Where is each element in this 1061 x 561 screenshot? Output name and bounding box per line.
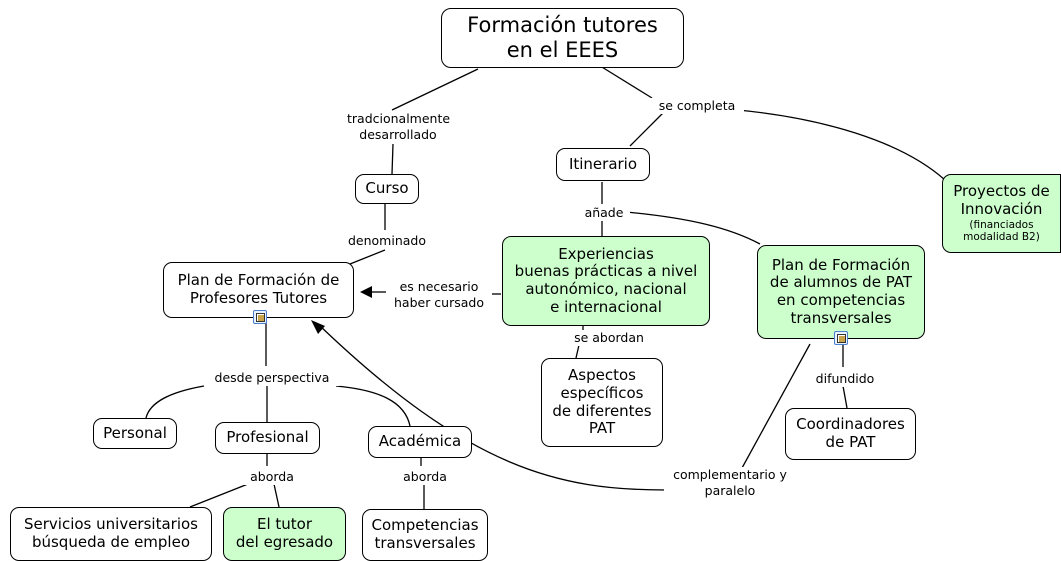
link-aborda-servicios (189, 483, 249, 508)
link-root-se-completa (596, 63, 653, 99)
link-plan-alumnos-complementario (741, 343, 811, 469)
link-difundido-coordinadores (842, 385, 848, 409)
plan-profesores-concept[interactable]: Plan de Formación de Profesores Tutores (163, 262, 354, 318)
link-label-se-completa: se completa (650, 98, 744, 114)
link-root-tradicionalmente (391, 68, 479, 111)
proyectos-note: (financiados modalidad B2) (963, 218, 1040, 244)
link-anade-plan-alumnos (625, 211, 761, 245)
document-icon[interactable] (834, 331, 848, 345)
link-label-anade: añade (578, 205, 630, 221)
academica-concept[interactable]: Académica (368, 426, 472, 458)
document-icon[interactable] (253, 310, 267, 324)
link-desde-personal (145, 385, 205, 419)
aspectos-concept[interactable]: Aspectos específicos de diferentes PAT (541, 358, 663, 447)
link-se-abordan-aspectos (575, 344, 580, 359)
coordinadores-concept[interactable]: Coordinadores de PAT (785, 408, 916, 460)
link-label-se-abordan: se abordan (566, 330, 652, 346)
root-concept[interactable]: Formación tutores en el EEES (441, 8, 684, 68)
proyectos-title: Proyectos de Innovación (953, 182, 1050, 218)
proyectos-innovacion-concept[interactable]: Proyectos de Innovación(financiados moda… (942, 174, 1061, 253)
link-complementario-plan-profesores (317, 323, 667, 491)
link-label-desde-perspectiva: desde perspectiva (204, 370, 340, 386)
competencias-concept[interactable]: Competencias transversales (362, 509, 488, 561)
link-label-tradicionalmente: tradcionalmente desarrollado (345, 111, 451, 143)
link-desde-academica (335, 385, 411, 427)
arrowhead-complementario (311, 320, 325, 334)
link-denominado-plan-profesores (349, 249, 386, 265)
link-aborda-tutor (273, 483, 280, 508)
servicios-concept[interactable]: Servicios universitarios búsqueda de emp… (10, 507, 212, 561)
link-label-denominado: denominado (338, 233, 436, 249)
tutor-egresado-concept[interactable]: El tutor del egresado (223, 507, 346, 561)
link-se-completa-proyectos (737, 109, 946, 181)
itinerario-concept[interactable]: Itinerario (556, 148, 650, 181)
experiencias-concept[interactable]: Experiencias buenas prácticas a nivel au… (502, 236, 710, 326)
personal-concept[interactable]: Personal (93, 418, 177, 449)
link-label-aborda-academica: aborda (396, 469, 454, 485)
profesional-concept[interactable]: Profesional (215, 422, 320, 454)
link-tradicionalmente-curso (391, 143, 394, 175)
plan-alumnos-concept[interactable]: Plan de Formación de alumnos de PAT en c… (757, 245, 925, 339)
arrowhead-es-necesario (360, 286, 372, 298)
link-label-es-necesario: es necesario haber cursado (386, 279, 492, 311)
link-se-completa-itinerario (629, 111, 665, 147)
curso-concept[interactable]: Curso (355, 174, 419, 204)
link-label-complementario: complementario y paralelo (664, 467, 796, 499)
link-label-aborda-profesional: aborda (243, 469, 301, 485)
link-label-difundido: difundido (808, 371, 882, 387)
